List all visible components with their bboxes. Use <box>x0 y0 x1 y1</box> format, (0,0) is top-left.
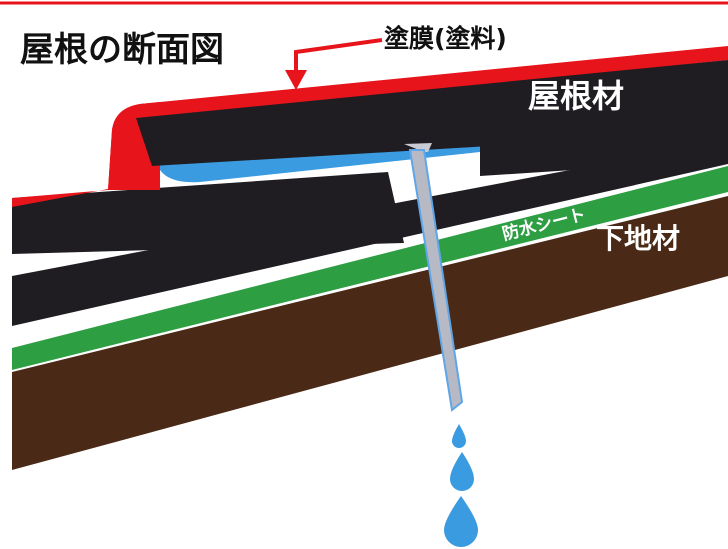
roofing-label: 屋根材 <box>528 77 624 115</box>
nail-icon <box>404 143 464 412</box>
waterproof-sheet-layer <box>12 166 728 370</box>
coating-film <box>12 46 728 207</box>
substrate-label: 下地材 <box>596 222 680 255</box>
upper-roofing-slab-tail <box>480 104 728 176</box>
coating-label: 塗膜(塗料) <box>384 24 507 53</box>
middle-roofing-slab <box>12 172 404 254</box>
diagram-title: 屋根の断面図 <box>20 30 224 70</box>
arrow-down-icon <box>285 38 383 90</box>
substrate-layer <box>12 196 728 470</box>
water-drop-icon <box>444 424 478 547</box>
